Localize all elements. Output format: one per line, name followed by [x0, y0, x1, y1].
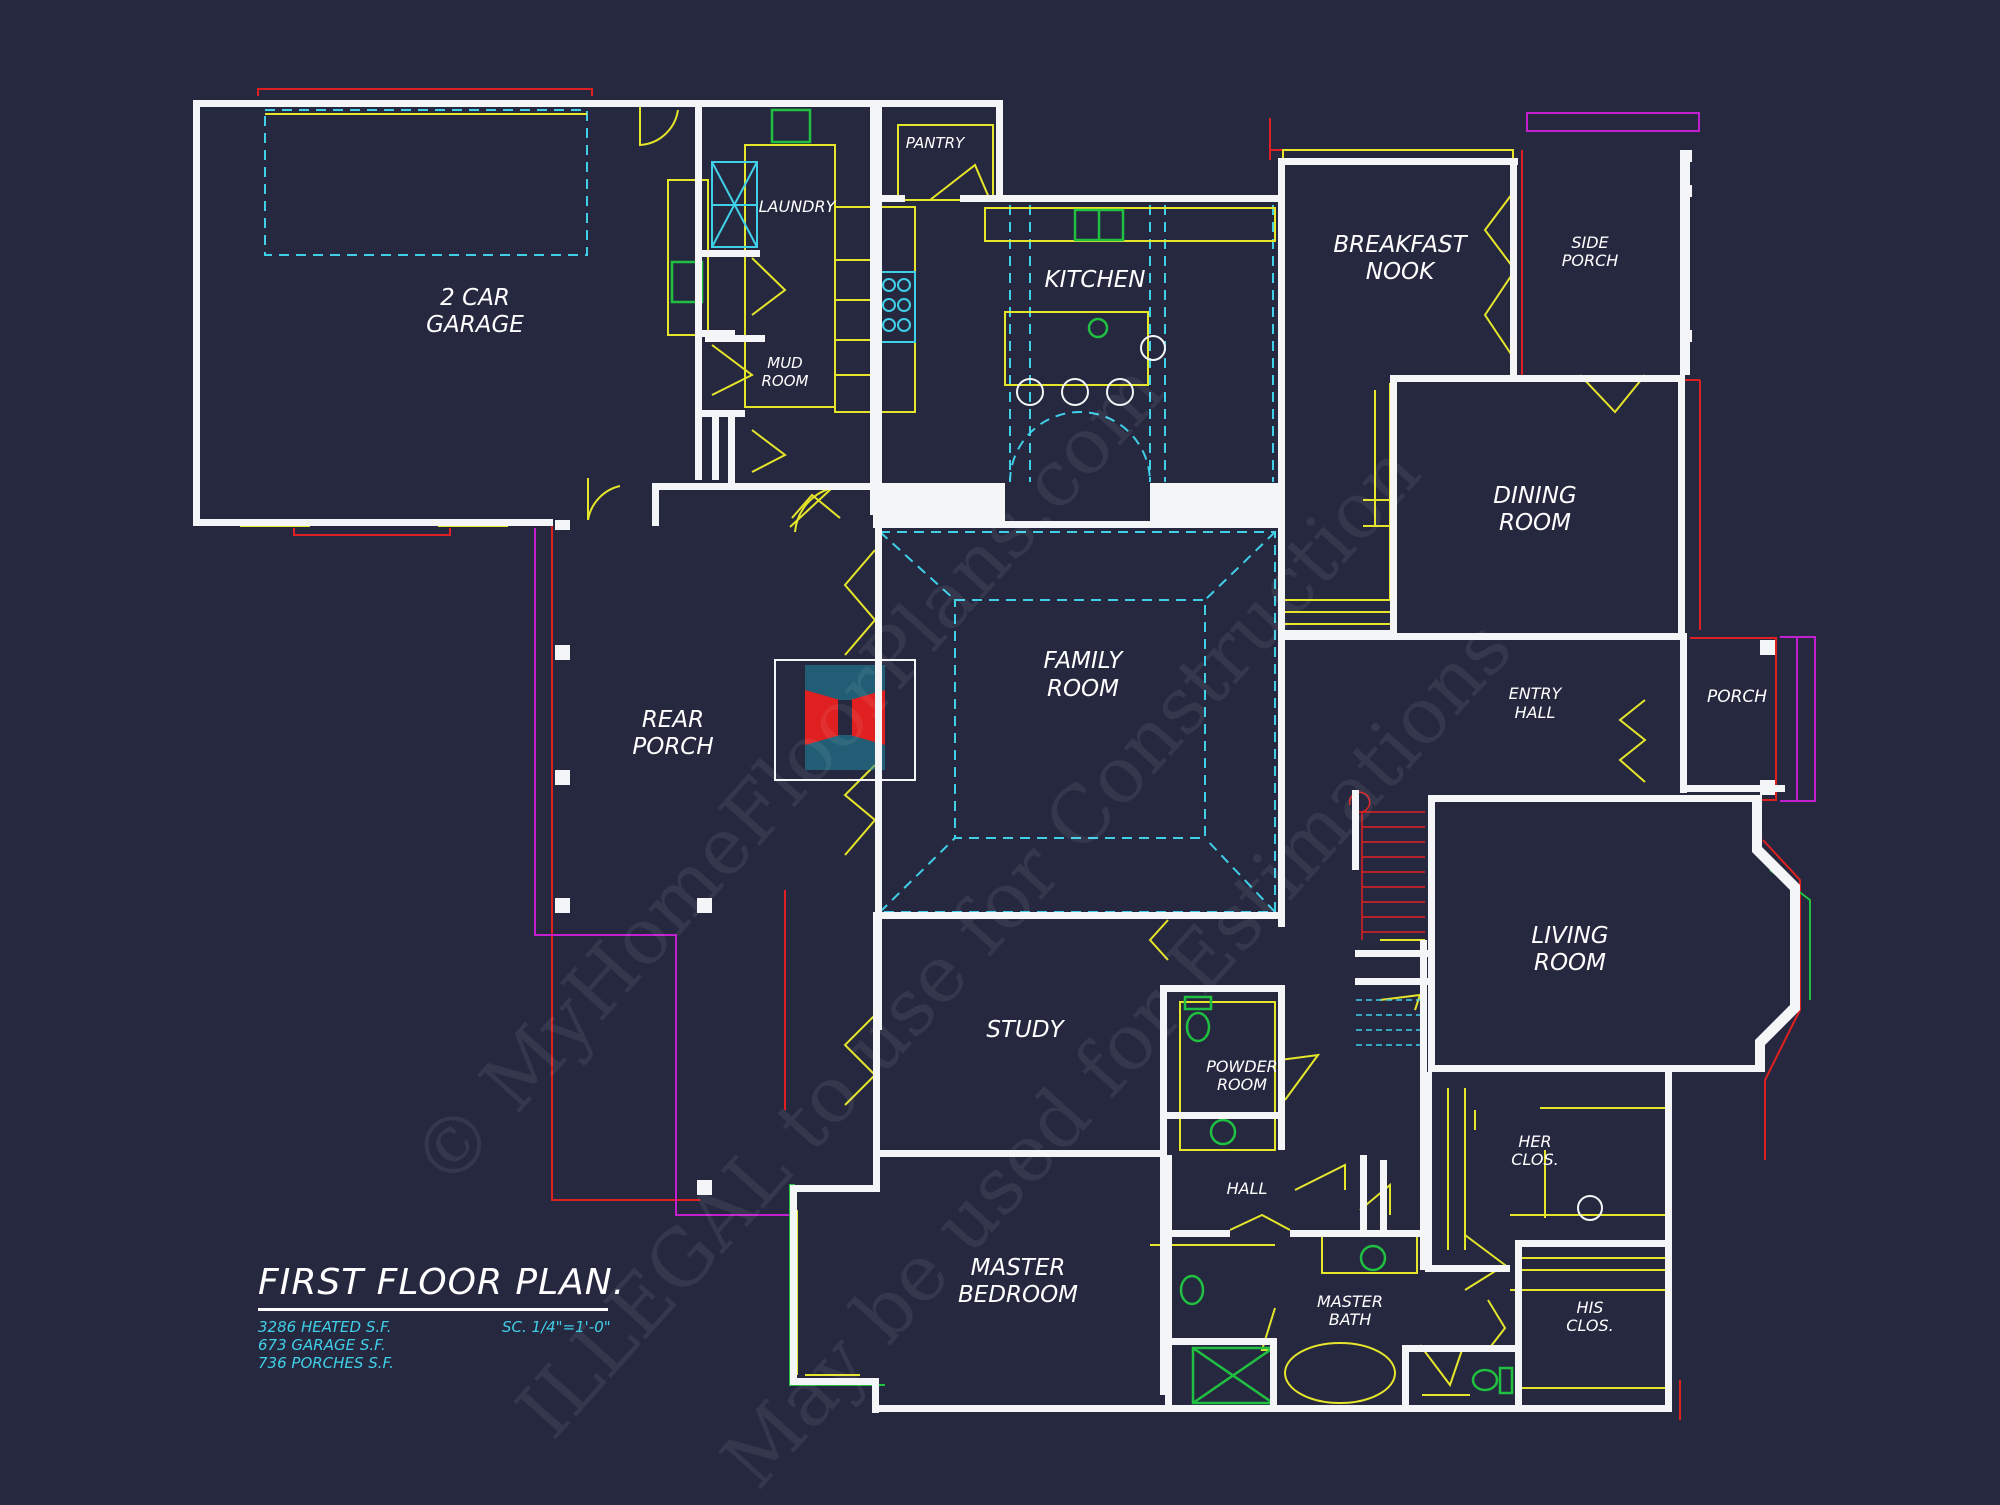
label-master-bath-2: BATH: [1329, 1310, 1372, 1329]
label-living-1: LIVING: [1531, 923, 1608, 949]
label-living-2: ROOM: [1534, 950, 1606, 976]
label-side-porch-1: SIDE: [1571, 233, 1609, 252]
room-labels: 2 CAR GARAGE LAUNDRY PANTRY MUD ROOM KIT…: [426, 134, 1767, 1335]
label-powder-1: POWDER: [1206, 1057, 1278, 1076]
label-laundry: LAUNDRY: [759, 197, 837, 216]
label-his-closet-1: HIS: [1577, 1298, 1604, 1317]
label-master-bedroom-2: BEDROOM: [958, 1282, 1078, 1308]
lower-stairs: [1356, 999, 1425, 1046]
label-mud-2: ROOM: [762, 372, 809, 390]
label-pantry: PANTRY: [906, 134, 966, 152]
label-master-bedroom-1: MASTER: [971, 1255, 1066, 1281]
label-his-closet-2: CLOS.: [1566, 1316, 1613, 1335]
label-dining-1: DINING: [1493, 483, 1577, 509]
walls: [193, 100, 1800, 1413]
label-family-1: FAMILY: [1044, 648, 1125, 674]
label-rear-porch-2: PORCH: [632, 734, 713, 760]
label-porch: PORCH: [1707, 687, 1767, 707]
title-underline: [258, 1308, 608, 1311]
heated-area: 3286 HEATED S.F.: [258, 1318, 392, 1336]
label-powder-2: ROOM: [1217, 1075, 1267, 1094]
label-family-2: ROOM: [1047, 676, 1119, 702]
porch-columns: [555, 150, 1775, 1195]
plan-scale: SC. 1/4"=1'-0": [502, 1318, 611, 1336]
label-hall: HALL: [1227, 1179, 1268, 1198]
kitchen-stools: [774, 335, 1603, 1221]
appliances: [670, 108, 1514, 1405]
label-nook-1: BREAKFAST: [1333, 232, 1468, 258]
area-stats: 3286 HEATED S.F. 673 GARAGE S.F. 736 POR…: [258, 1318, 394, 1372]
label-garage-1: 2 CAR: [440, 285, 510, 311]
label-entry-hall-2: HALL: [1515, 703, 1556, 722]
label-dining-2: ROOM: [1499, 510, 1571, 536]
porches-area: 736 PORCHES S.F.: [258, 1354, 394, 1372]
fixtures: [195, 104, 1665, 1404]
label-master-bath-1: MASTER: [1317, 1292, 1383, 1311]
label-entry-hall-1: ENTRY: [1509, 684, 1563, 703]
label-mud-1: MUD: [767, 354, 802, 372]
label-her-closet-2: CLOS.: [1511, 1150, 1558, 1169]
label-kitchen: KITCHEN: [1044, 267, 1145, 293]
label-study: STUDY: [986, 1017, 1065, 1043]
porch-edges: [534, 112, 1816, 1216]
plan-title: FIRST FLOOR PLAN.: [258, 1262, 626, 1303]
label-garage-2: GARAGE: [426, 312, 524, 338]
label-her-closet-1: HER: [1518, 1132, 1551, 1151]
label-nook-2: NOOK: [1366, 259, 1436, 285]
shelving: [711, 161, 916, 343]
label-rear-porch-1: REAR: [642, 707, 704, 733]
label-side-porch-2: PORCH: [1562, 251, 1619, 270]
staircase: [1348, 791, 1425, 940]
garage-area: 673 GARAGE S.F.: [258, 1336, 386, 1354]
